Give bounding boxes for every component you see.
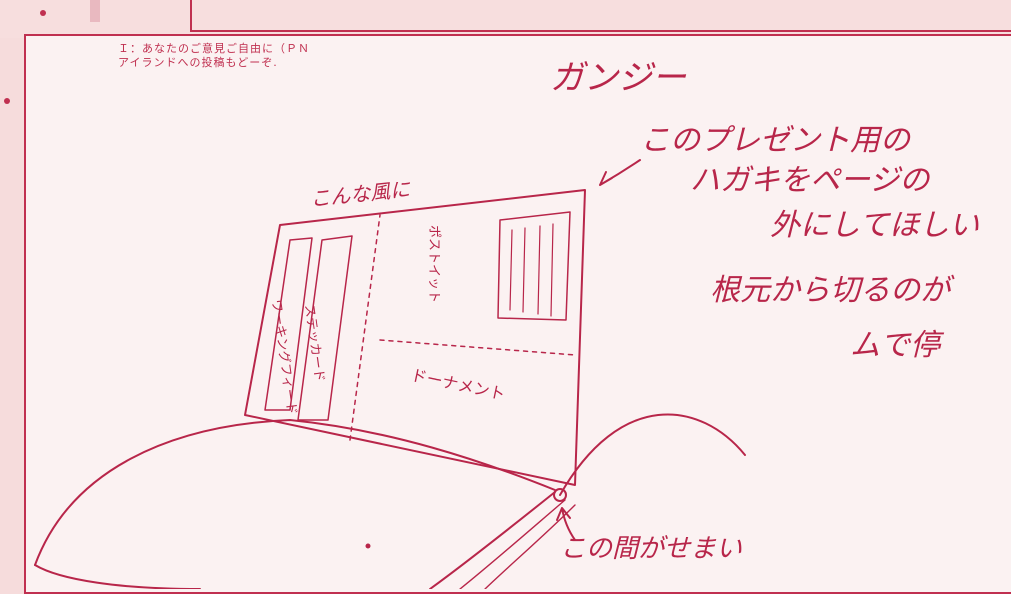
col3-label: ポストイット [426, 225, 441, 303]
book-right-page [559, 413, 746, 496]
annotation-mid-line1: 根元から切るのが [710, 273, 950, 308]
card-dash-vertical [349, 214, 381, 441]
margin-marker [90, 0, 100, 22]
annotation-mid-line2: ムで停 [850, 328, 940, 363]
book-left-edge [34, 564, 201, 589]
book-spine [429, 491, 556, 589]
box-col2 [297, 235, 353, 421]
arrow-bottom-icon [556, 507, 576, 541]
annotation-top-line3: 外にしてほしい [770, 208, 980, 243]
header-note: Ｉ：あなたのご意見ご自由に（ＰＮ アイランドへの投稿もどーぞ. [118, 42, 310, 70]
top-box [190, 0, 1011, 32]
header-note-line1: Ｉ：あなたのご意見ご自由に（ＰＮ [118, 42, 310, 55]
box-col4 [497, 211, 571, 321]
annotation-top-line2: ハガキをページの [690, 163, 930, 198]
header-note-line2: アイランドへの投稿もどーぞ. [118, 56, 278, 69]
card-dash-horizontal [379, 339, 576, 356]
pen-name: ガンジー [550, 58, 686, 98]
box-col1 [264, 237, 313, 411]
box-col4-lines [509, 223, 554, 317]
col5-label: ドーナメント [409, 365, 507, 404]
annotation-top-line1: このプレゼント用の [640, 123, 910, 158]
spine-mark [553, 488, 567, 502]
margin-dot-left [4, 98, 10, 104]
comment-panel: Ｉ：あなたのご意見ご自由に（ＰＮ アイランドへの投稿もどーぞ. [24, 34, 1011, 594]
card-outline [244, 189, 586, 486]
arrow-top-icon [599, 159, 641, 186]
book-page-lines [459, 499, 576, 589]
ink-dot [365, 543, 371, 549]
margin-dot-top [40, 10, 46, 16]
label-bottom: この間がせまい [560, 534, 743, 564]
book-left-page [34, 419, 556, 566]
